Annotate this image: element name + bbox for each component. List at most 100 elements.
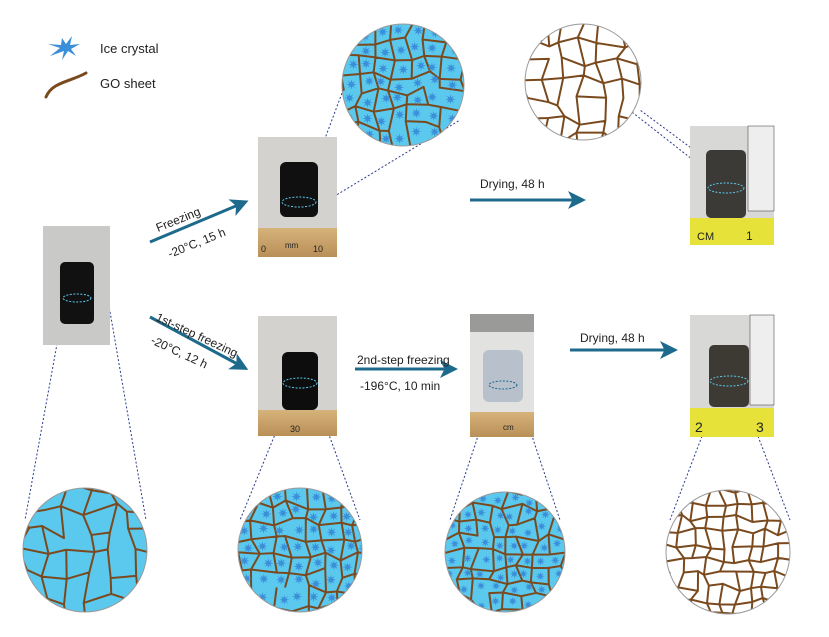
ice-crystal — [293, 574, 305, 585]
photo-initial-hydrogel — [43, 226, 110, 345]
ice-crystal — [291, 591, 303, 602]
ice-crystal — [537, 585, 547, 595]
ice-crystal — [447, 79, 458, 91]
photo-dried-top: CM 1 — [690, 125, 775, 245]
ice-crystal — [476, 581, 486, 591]
ice-crystal — [276, 558, 287, 569]
ice-crystal — [398, 64, 409, 75]
ice-crystal — [392, 92, 403, 103]
ice-crystal — [445, 132, 456, 143]
ruler-label: CM — [697, 231, 714, 243]
label-second-step-cond: -196°C, 10 min — [360, 379, 440, 393]
ice-crystal — [463, 568, 473, 578]
ice-crystal — [413, 25, 424, 36]
ice-crystal — [257, 541, 268, 552]
ice-crystal — [245, 488, 256, 499]
ice-crystal — [464, 116, 474, 126]
ice-crystal — [450, 483, 459, 492]
ice-crystal — [464, 94, 474, 104]
ruler-label: 2 — [695, 419, 703, 435]
go-sheet-icon — [44, 71, 88, 99]
ice-crystal — [509, 483, 518, 492]
ice-crystal — [432, 497, 441, 506]
ice-crystal — [435, 507, 444, 516]
ice-crystal — [448, 147, 458, 157]
ice-crystal — [356, 472, 366, 482]
ice-crystal — [226, 575, 236, 585]
ice-crystal — [309, 474, 319, 484]
ice-crystal — [415, 60, 427, 71]
ice-crystal — [360, 46, 372, 57]
ice-crystal-icon — [48, 36, 80, 60]
ice-crystal — [481, 555, 491, 565]
ice-crystal — [475, 569, 485, 579]
ice-crystal — [496, 511, 506, 521]
ruler-label: 0 — [261, 244, 266, 254]
ice-crystal — [325, 26, 335, 36]
ice-crystal — [504, 512, 514, 522]
ice-crystal — [466, 62, 476, 72]
ice-crystal — [293, 473, 303, 483]
ice-crystal — [326, 64, 336, 74]
ice-crystal — [375, 76, 386, 87]
ice-crystal — [239, 555, 250, 566]
ice-crystal — [432, 554, 441, 563]
ice-crystal — [478, 494, 488, 504]
ice-crystal — [342, 127, 354, 138]
ice-crystal — [466, 147, 476, 157]
ice-crystal — [495, 553, 505, 563]
ice-crystal — [326, 527, 337, 538]
ice-crystal — [226, 542, 236, 552]
ice-crystal — [242, 472, 252, 482]
ice-crystal — [311, 491, 322, 503]
ice-crystal — [224, 593, 234, 603]
ice-crystal — [340, 610, 351, 612]
arrows — [149, 191, 678, 378]
ice-crystal — [493, 478, 502, 487]
ice-crystal — [459, 584, 469, 594]
photo-second-step: cm — [470, 314, 534, 437]
ice-crystal — [330, 43, 340, 53]
ice-crystal — [493, 525, 503, 535]
ice-crystal — [293, 561, 304, 572]
ice-crystal — [519, 541, 529, 551]
ice-crystal — [343, 527, 354, 538]
ice-crystal — [411, 149, 421, 159]
ice-crystal — [325, 574, 337, 585]
ice-crystal — [362, 97, 373, 108]
legend: Ice crystal GO sheet — [44, 36, 159, 99]
ice-crystal — [227, 557, 237, 567]
ice-crystal — [273, 472, 283, 482]
ice-crystal — [294, 524, 305, 536]
ice-crystal — [364, 76, 375, 87]
ice-crystal — [550, 478, 559, 487]
ice-crystal — [410, 12, 420, 22]
ice-crystal — [491, 596, 501, 606]
ice-crystal — [342, 10, 352, 20]
label-drying-top: Drying, 48 h — [480, 177, 545, 191]
ice-crystal — [359, 607, 362, 612]
ice-crystal — [331, 474, 341, 484]
ice-crystal — [430, 584, 439, 593]
ice-crystal — [258, 609, 269, 612]
ice-crystal — [257, 592, 268, 603]
ice-crystal — [308, 524, 319, 535]
microstructure-first-step — [224, 472, 366, 613]
ice-crystal — [325, 545, 337, 556]
ice-crystal — [463, 524, 473, 534]
legend-go-sheet: GO sheet — [100, 76, 156, 91]
ice-crystal — [509, 585, 519, 595]
ice-crystal — [446, 63, 457, 74]
ice-crystal — [496, 573, 506, 583]
ice-crystal — [308, 512, 319, 523]
ice-crystal — [240, 588, 251, 599]
ice-crystal — [399, 7, 409, 17]
ice-crystal — [480, 480, 489, 489]
ice-crystal — [467, 130, 477, 140]
ice-crystal — [381, 93, 392, 104]
ice-crystal — [448, 494, 458, 504]
ice-crystal — [509, 569, 519, 579]
ice-crystal — [361, 58, 372, 69]
ice-crystal — [445, 94, 456, 105]
